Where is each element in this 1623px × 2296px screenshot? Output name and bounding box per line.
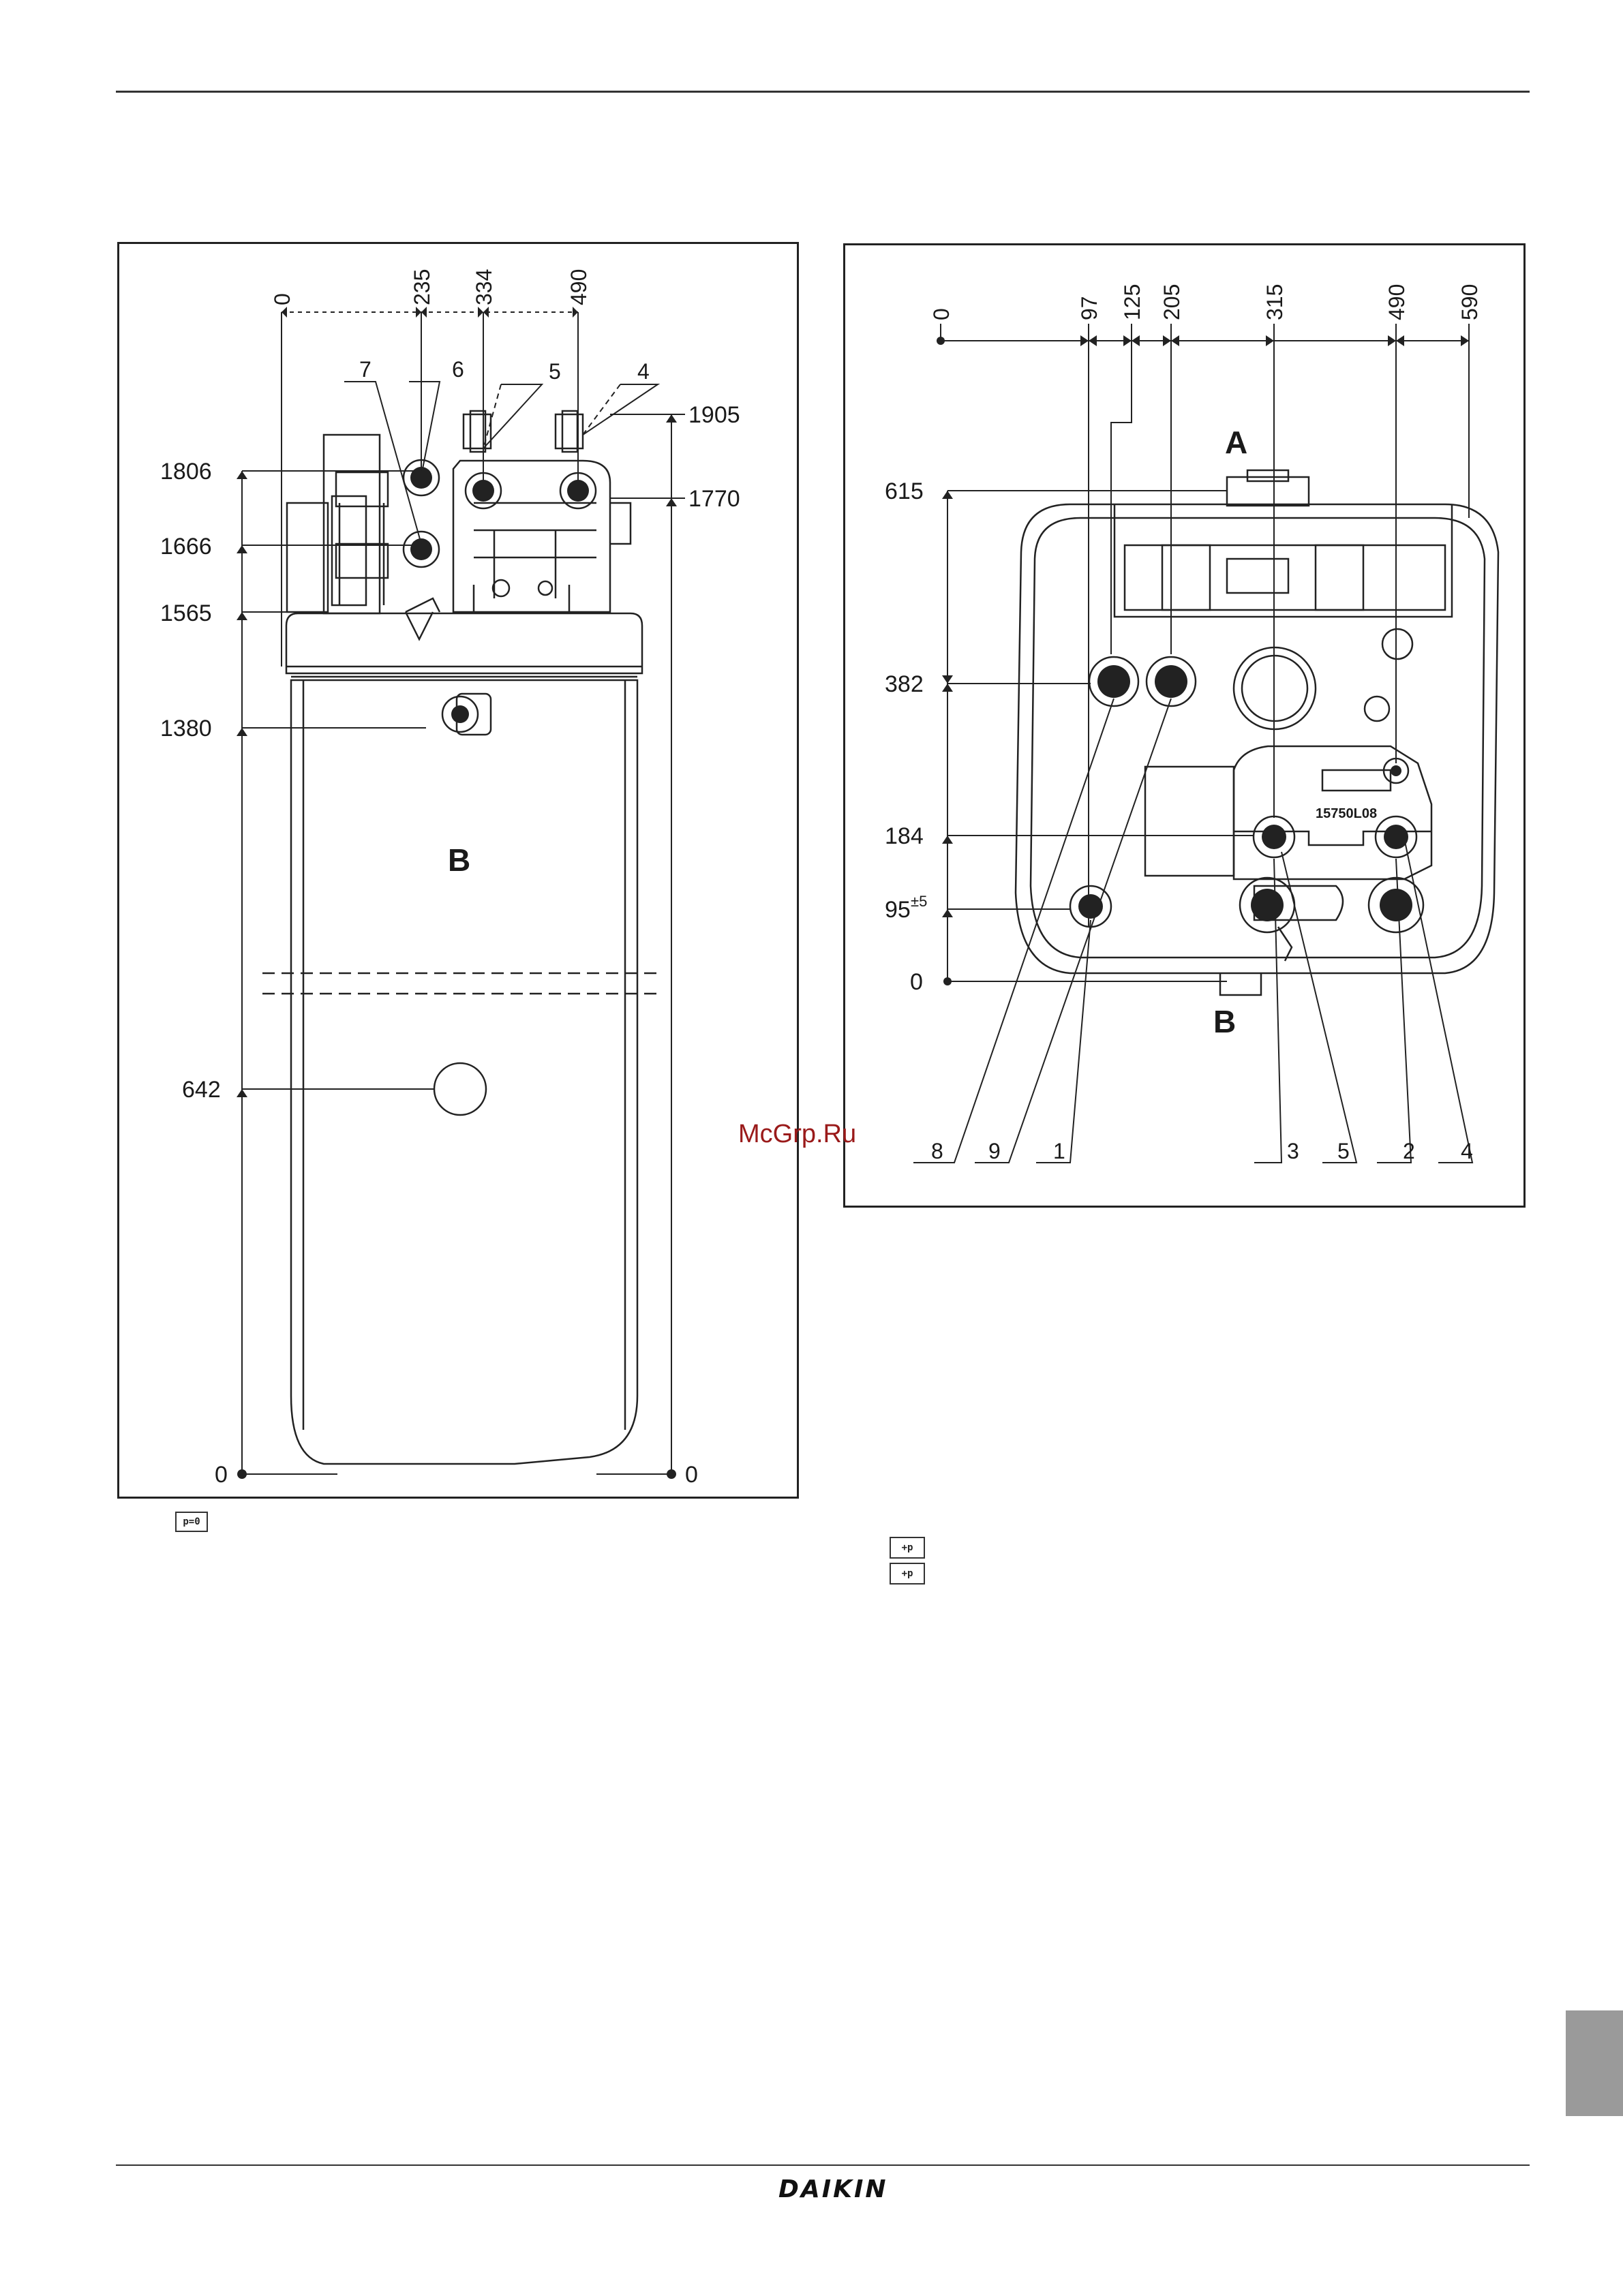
- vdim-r-95-tolerance: ±5: [911, 893, 927, 910]
- pressure-zero-icon: p=0: [175, 1512, 208, 1532]
- left-diagram-frame: 0 235 334 490 1806 1666 1565 1380 642 0 …: [117, 242, 799, 1499]
- callout-7: 7: [359, 357, 371, 382]
- callout-4-right: 4: [1461, 1139, 1473, 1163]
- hdim-0: 0: [270, 293, 294, 305]
- vdim-r-184: 184: [885, 823, 924, 849]
- header-rule: [116, 91, 1530, 93]
- callout-5-right: 5: [1337, 1139, 1350, 1163]
- port-2: [1384, 825, 1408, 849]
- port-1: [1078, 894, 1103, 919]
- vdim-0-right: 0: [685, 1462, 698, 1488]
- port-3: [1262, 825, 1286, 849]
- port-8: [1097, 665, 1130, 698]
- part-code: 15750L08: [1316, 806, 1377, 821]
- hdim-r-205: 205: [1159, 284, 1184, 320]
- pressure-plus-icon-1-text: +p: [902, 1542, 913, 1553]
- callout-6: 6: [452, 357, 464, 382]
- footer-rule: [116, 2164, 1530, 2166]
- vdim-0-left: 0: [215, 1462, 228, 1488]
- callout-5: 5: [549, 359, 561, 384]
- vdim-1380: 1380: [160, 716, 212, 741]
- callout-2: 2: [1403, 1139, 1415, 1163]
- vdim-r-0: 0: [910, 969, 923, 995]
- hdim-334: 334: [472, 269, 496, 305]
- pressure-plus-icon-2-text: +p: [902, 1568, 913, 1579]
- hdim-r-490: 490: [1384, 284, 1409, 320]
- vdim-642: 642: [182, 1077, 221, 1103]
- right-diagram-frame: 0 97 125 205 315 490 590 615 382 184 95 …: [843, 243, 1526, 1208]
- vdim-1666: 1666: [160, 534, 212, 560]
- port-9: [1155, 665, 1187, 698]
- pressure-plus-icon-2: +p: [890, 1563, 925, 1585]
- vdim-1770: 1770: [688, 486, 740, 512]
- zone-label-b-right: B: [1213, 1004, 1236, 1039]
- pressure-zero-icon-text: p=0: [183, 1516, 200, 1527]
- hdim-r-125: 125: [1120, 284, 1144, 320]
- vdim-r-382: 382: [885, 671, 924, 697]
- callout-3: 3: [1287, 1139, 1299, 1163]
- vdim-1565: 1565: [160, 600, 212, 626]
- hdim-235: 235: [410, 269, 434, 305]
- hdim-r-315: 315: [1262, 284, 1287, 320]
- vdim-1806: 1806: [160, 459, 212, 485]
- zone-label-a: A: [1225, 425, 1247, 460]
- vdim-r-615: 615: [885, 478, 924, 504]
- section-tab: [1566, 2010, 1623, 2116]
- pressure-plus-icon-1: +p: [890, 1537, 925, 1559]
- hdim-490: 490: [566, 269, 591, 305]
- top-view-drawing: 0 97 125 205 315 490 590 615 382 184 95 …: [845, 245, 1528, 1210]
- callout-9: 9: [988, 1139, 1001, 1163]
- watermark: McGrp.Ru: [738, 1120, 856, 1149]
- callout-8: 8: [931, 1139, 943, 1163]
- hdim-r-590: 590: [1457, 284, 1482, 320]
- front-view-drawing: 0 235 334 490 1806 1666 1565 1380 642 0 …: [119, 244, 801, 1501]
- vdim-r-95: 95: [885, 897, 911, 923]
- callout-4: 4: [637, 359, 650, 384]
- hdim-r-0: 0: [929, 308, 954, 320]
- daikin-logo: DAIKIN: [778, 2175, 888, 2203]
- vdim-1905: 1905: [688, 402, 740, 428]
- callout-1: 1: [1053, 1139, 1065, 1163]
- zone-label-b-left: B: [448, 842, 470, 878]
- hdim-r-97: 97: [1077, 296, 1102, 320]
